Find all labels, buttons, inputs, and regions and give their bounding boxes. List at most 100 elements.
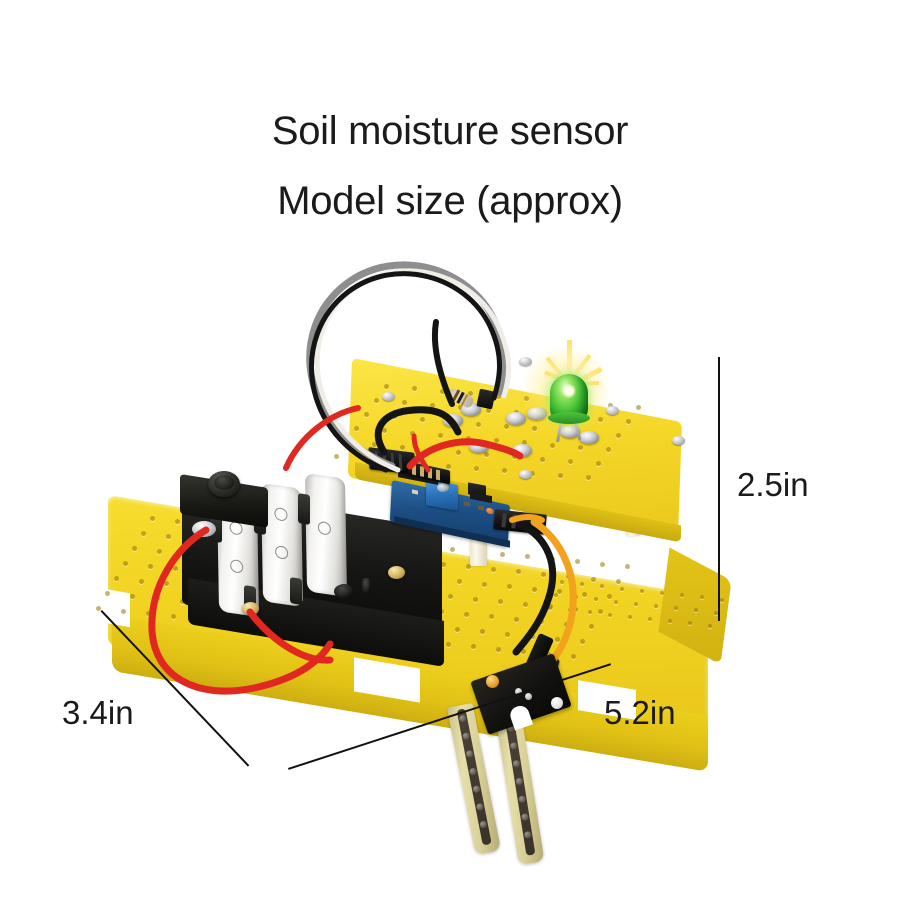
board-hole (674, 606, 678, 611)
board-hole (466, 435, 471, 441)
probe-prong-right (495, 712, 545, 866)
push-button-cap-inner (214, 475, 234, 490)
board-hole (557, 589, 562, 595)
board-hole (608, 612, 612, 617)
probe-pad-white (551, 697, 563, 709)
battery-holder-hole-1 (334, 584, 354, 599)
board-hole (486, 407, 491, 413)
board-hole (530, 470, 535, 476)
board-hole (410, 430, 415, 436)
board-hole (575, 559, 580, 565)
battery-terminal-screw-neg (242, 602, 259, 615)
board-hole (430, 402, 435, 408)
board-hole (489, 614, 494, 620)
board-hole (523, 601, 528, 607)
board-hole (502, 468, 507, 474)
board-hole (548, 606, 552, 610)
board-hole (450, 546, 455, 552)
board-hole (175, 518, 180, 524)
board-hole (400, 444, 405, 450)
board-hole (571, 654, 576, 660)
board-hole (514, 616, 519, 622)
wire-black-loop (309, 271, 502, 473)
title-line-1: Soil moisture sensor (271, 109, 629, 153)
trimmer-adjust-screw[interactable] (437, 483, 449, 492)
board-hole (448, 594, 453, 600)
board-hole (105, 591, 110, 596)
board-hole (620, 586, 624, 591)
board-hole (166, 533, 171, 539)
board-hole (589, 624, 594, 630)
board-hole (354, 426, 359, 431)
board-hole (491, 566, 496, 572)
board-hole (714, 610, 718, 615)
probe-pad-orange (486, 675, 499, 688)
board-hole (150, 516, 155, 521)
board-hole (446, 463, 451, 469)
board-hole (634, 601, 638, 606)
board-hole (636, 405, 641, 411)
board-hole (625, 564, 630, 570)
board-hole (640, 588, 644, 593)
board-hole (668, 619, 672, 624)
board-hole (505, 631, 510, 637)
board-hole (157, 548, 162, 554)
led-ray-n (567, 340, 572, 380)
wire-black-signal (374, 406, 462, 456)
board-hole (384, 384, 389, 389)
board-hole (568, 459, 573, 465)
board-hole (420, 416, 425, 422)
board-hole (114, 576, 119, 581)
push-button-switch[interactable] (180, 468, 276, 530)
board-hole (720, 597, 724, 602)
board-hole (626, 419, 631, 425)
board-hole (582, 591, 587, 597)
board-hole (700, 595, 704, 600)
board-hole (496, 393, 501, 399)
board-hole (482, 581, 487, 587)
top-board-rivet-ne (672, 436, 685, 445)
board-hole (123, 561, 128, 566)
board-hole (688, 621, 692, 626)
wire-orange-stub (509, 514, 545, 523)
board-hole (402, 400, 407, 406)
top-board-rivet-nw (382, 392, 395, 401)
solder-pad-3 (506, 412, 526, 425)
board-hole (550, 442, 555, 448)
board-hole (364, 412, 369, 417)
board-hole (608, 403, 613, 409)
board-hole (494, 437, 499, 443)
board-hole (441, 561, 446, 567)
board-hole (516, 569, 521, 575)
probe-contact-1 (515, 688, 522, 695)
led-indicator (520, 340, 612, 443)
battery-terminal-screw-pos (388, 566, 405, 579)
board-hole (466, 564, 471, 570)
board-hole (334, 454, 339, 459)
title-line-2: Model size (approx) (277, 179, 623, 223)
board-hole (532, 426, 537, 432)
solder-pad-led-cathode (579, 431, 599, 444)
board-hole (580, 639, 585, 645)
board-hole (438, 433, 443, 439)
board-hole (521, 649, 526, 655)
wire-red-loop-left (148, 526, 334, 695)
board-hole (591, 576, 596, 582)
board-hole (580, 582, 584, 587)
board-hole (471, 644, 476, 650)
wire-black-upper (431, 319, 455, 407)
board-hole (374, 398, 379, 403)
board-hole (468, 391, 473, 397)
board-hole (594, 597, 598, 602)
board-hole (173, 566, 178, 572)
board-hole (474, 465, 479, 471)
board-hole (614, 599, 618, 604)
board-hole (560, 580, 564, 584)
board-hole (606, 447, 611, 453)
dimension-label-width: 5.2in (604, 694, 676, 731)
board-hole (96, 606, 101, 611)
board-hole (600, 561, 605, 567)
sensor-comparator-module (389, 468, 522, 548)
board-hole (616, 579, 621, 585)
